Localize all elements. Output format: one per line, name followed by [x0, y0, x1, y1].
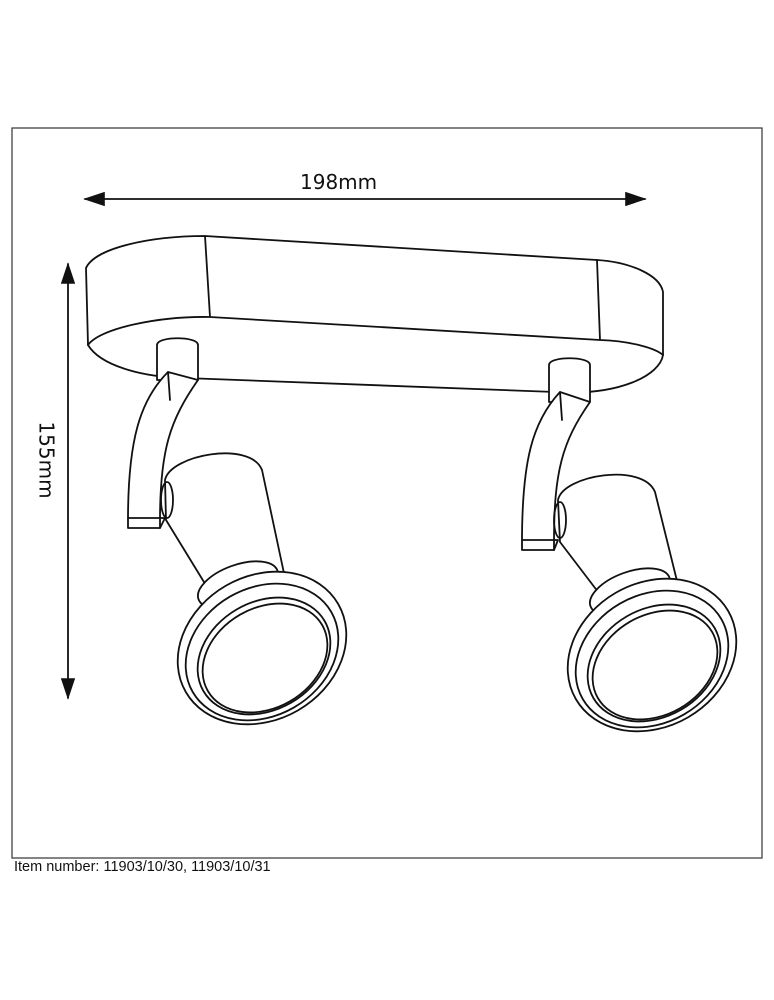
width-dimension-label: 198mm	[300, 170, 378, 194]
drawing-frame	[11, 127, 763, 859]
spotlight-left	[127, 337, 348, 726]
height-dimension-label: 155mm	[34, 421, 59, 499]
ceiling-base	[85, 235, 664, 394]
item-number-caption: Item number: 11903/10/30, 11903/10/31	[14, 859, 271, 875]
spotlight-right	[521, 357, 738, 733]
